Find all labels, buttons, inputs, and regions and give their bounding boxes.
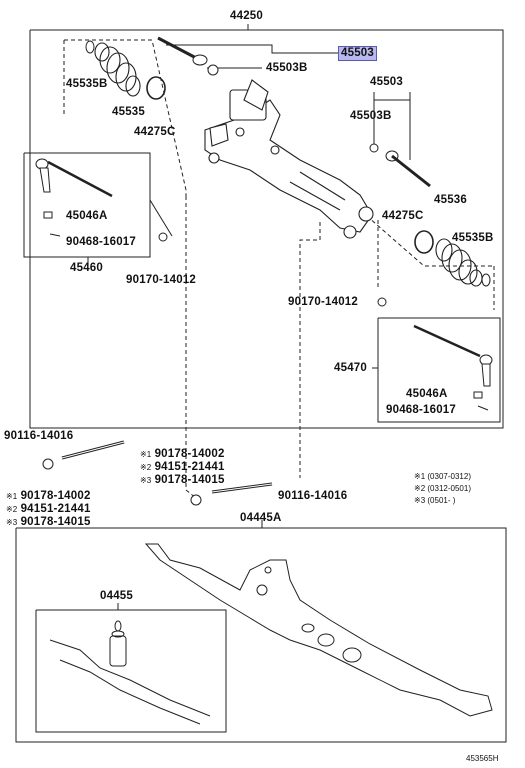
note-mid-2-part[interactable]: 94151-21441 [154,461,225,473]
part-45460[interactable]: 45460 [70,262,103,274]
boot-right [435,238,491,287]
note-mid-3: ※3 90178-14015 [140,474,225,487]
part-04455[interactable]: 04455 [100,590,133,602]
part-44275c-right[interactable]: 44275C [382,210,424,222]
note-mid-1-mark: ※1 [140,450,152,459]
tie-rod-end-left [35,158,168,242]
note-left-2-mark: ※2 [6,505,18,514]
part-45046a-right[interactable]: 45046A [406,388,448,400]
gear-outline [144,543,493,717]
main-frame [29,29,504,429]
part-45535b-top[interactable]: 45535B [66,78,108,90]
inset-frame [35,609,227,733]
legend-3-mark: ※3 [414,496,426,505]
part-45503-highlighted[interactable]: 45503 [338,46,377,61]
rack-end-right [369,143,431,188]
part-45535-top[interactable]: 45535 [112,106,145,118]
part-45503b-right[interactable]: 45503B [350,110,392,122]
note-left-2: ※2 94151-21441 [6,503,91,516]
inset-gear [49,620,211,725]
note-mid-3-part[interactable]: 90178-14015 [154,474,225,486]
note-mid-2: ※2 94151-21441 [140,461,225,474]
tie-rod-end-right [377,297,493,411]
clamp-ring-right [414,230,434,254]
note-left-2-part[interactable]: 94151-21441 [20,503,91,515]
note-mid-1-part[interactable]: 90178-14002 [154,448,225,460]
rack-end-left [157,36,219,76]
part-90116-right[interactable]: 90116-14016 [278,490,348,502]
part-04445a[interactable]: 04445A [240,512,282,524]
part-90468-left[interactable]: 90468-16017 [66,236,136,248]
note-left-1: ※1 90178-14002 [6,490,91,503]
part-45503b-top[interactable]: 45503B [266,62,308,74]
note-left-3: ※3 90178-14015 [6,516,91,529]
part-45046a-left[interactable]: 45046A [66,210,108,222]
diagram-id: 453565H [466,754,499,763]
boot-left [94,42,141,97]
legend-1: ※1 (0307-0312) [414,470,471,483]
part-45535b-right[interactable]: 45535B [452,232,494,244]
note-mid-1: ※1 90178-14002 [140,448,225,461]
part-45536[interactable]: 45536 [434,194,467,206]
note-left-1-part[interactable]: 90178-14002 [20,490,91,502]
steering-gear-body [204,79,374,239]
legend-1-range: (0307-0312) [427,472,471,481]
part-90468-right[interactable]: 90468-16017 [386,404,456,416]
legend-2-mark: ※2 [414,484,426,493]
legend-3: ※3 (0501- ) [414,494,455,507]
clip-left [85,40,95,54]
bolts [42,440,273,506]
note-left-3-part[interactable]: 90178-14015 [20,516,91,528]
part-90170-left[interactable]: 90170-14012 [126,274,196,286]
legend-3-range: (0501- ) [427,496,456,505]
bottom-frame [15,527,507,743]
legend-1-mark: ※1 [414,472,426,481]
part-44275c-top[interactable]: 44275C [134,126,176,138]
part-44250[interactable]: 44250 [230,10,263,22]
legend-2: ※2 (0312-0501) [414,482,471,495]
part-45503-right[interactable]: 45503 [370,76,403,88]
clamp-ring-left [146,76,166,100]
note-mid-2-mark: ※2 [140,463,152,472]
note-left-3-mark: ※3 [6,518,18,527]
part-45470[interactable]: 45470 [334,362,367,374]
part-90116-left[interactable]: 90116-14016 [4,430,74,442]
note-mid-3-mark: ※3 [140,476,152,485]
legend-2-range: (0312-0501) [427,484,471,493]
note-left-1-mark: ※1 [6,492,18,501]
part-90170-right[interactable]: 90170-14012 [288,296,358,308]
